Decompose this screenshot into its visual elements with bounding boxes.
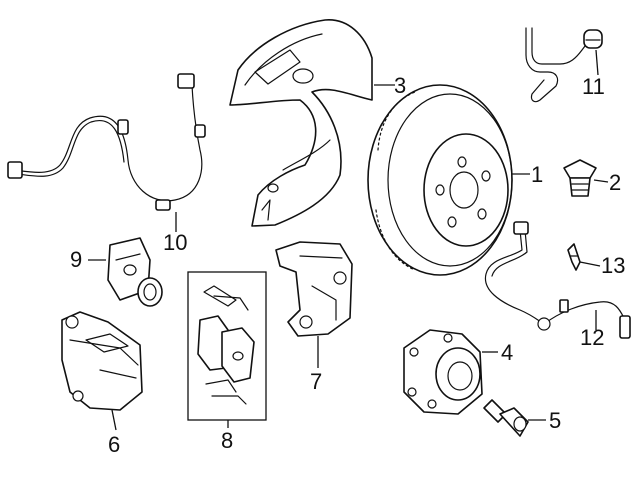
caliper-carrier	[275, 241, 353, 337]
dust-shield	[229, 19, 373, 227]
callout-9: 9	[70, 247, 82, 272]
callout-6: 6	[108, 432, 120, 457]
pad-wear-sensor	[525, 27, 603, 103]
hub-bolt	[483, 399, 529, 437]
parking-brake-actuator	[107, 237, 163, 307]
callout-4: 4	[501, 340, 513, 365]
leader-lines	[88, 49, 609, 431]
wheel-hub-bearing	[403, 329, 483, 415]
abs-sensor-harness	[7, 73, 206, 211]
wheel-bolt	[563, 159, 597, 197]
callout-3: 3	[394, 73, 406, 98]
callout-11: 11	[582, 74, 605, 99]
brake-pad-kit	[187, 271, 267, 421]
callout-13: 13	[601, 253, 625, 278]
callout-12: 12	[580, 325, 604, 350]
callout-1: 1	[531, 162, 543, 187]
callout-8: 8	[221, 428, 233, 453]
sensor-clip	[567, 243, 581, 271]
brake-rotor	[367, 84, 513, 276]
speed-sensor-cable	[484, 221, 631, 339]
callout-5: 5	[549, 408, 561, 433]
callout-10: 10	[163, 230, 187, 255]
callout-labels: 1 2 3 4 5 6 7 8 9 10 11 12 13	[70, 73, 625, 457]
callout-7: 7	[310, 369, 322, 394]
callout-2: 2	[609, 170, 621, 195]
brake-caliper	[61, 311, 143, 411]
